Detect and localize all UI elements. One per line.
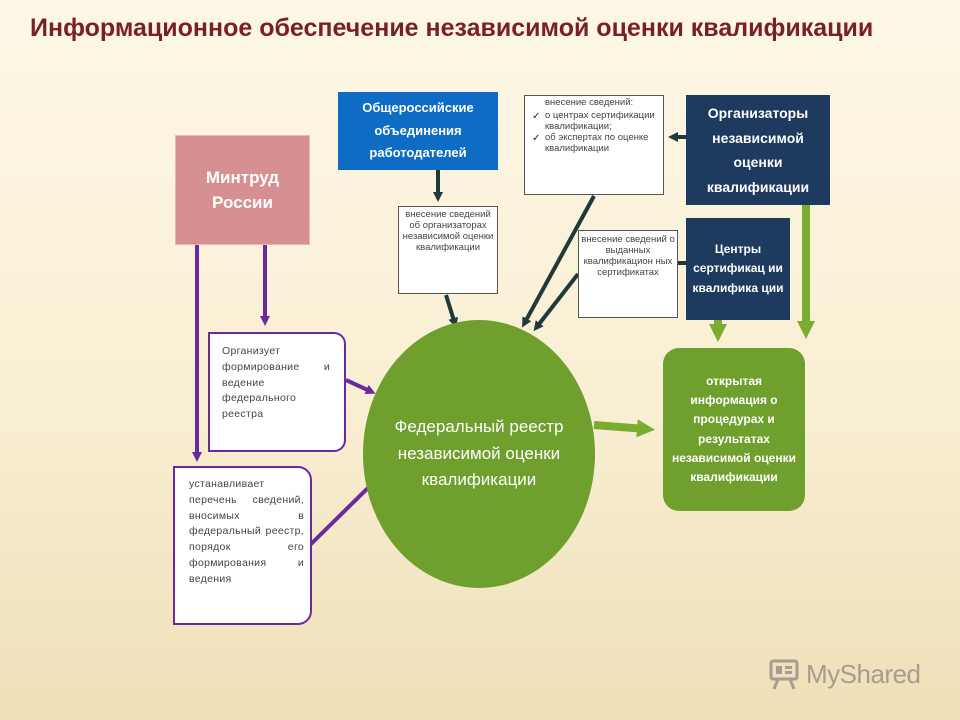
centers-box: Центры сертификац ии квалифика ции: [686, 218, 790, 320]
note-centers-to-registry: внесение сведений о выданных квалификаци…: [578, 230, 678, 318]
note-organizers-heading: внесение сведений:: [545, 97, 634, 108]
presentation-icon: [769, 659, 799, 690]
organizes-box: Организует формирование и ведение федера…: [208, 332, 346, 452]
note-organizers-item: ✓о центрах сертификации квалификации;: [532, 109, 655, 132]
check-icon: ✓: [532, 132, 541, 144]
employers-box: Общероссийские объединения работодателей: [338, 92, 498, 170]
note-employers-to-registry: внесение сведений об организаторах незав…: [398, 206, 498, 294]
arrow-note-to-registry-3: [533, 272, 580, 332]
note-organizers: внесение сведений: ✓о центрах сертификац…: [524, 95, 664, 195]
federal-registry-label: Федеральный реестр независимой оценки кв…: [394, 417, 564, 490]
mintrud-box: Минтруд России: [175, 135, 310, 245]
arrow-organizes-to-registry: [345, 378, 376, 395]
myshared-logo: MyShared: [768, 654, 938, 694]
note-organizers-list: ✓о центрах сертификации квалификации; ✓о…: [531, 109, 659, 155]
arrow-establishes-to-registry: [308, 477, 379, 547]
check-icon: ✓: [532, 110, 541, 122]
organizers-box: Организаторы независимой оценки квалифик…: [686, 95, 830, 205]
establishes-box: устанавливает перечень сведений, вносимы…: [173, 466, 312, 625]
note-organizers-item: ✓об экспертах по оценке квалификации: [532, 131, 649, 154]
open-info-box: открытая информация о процедурах и резул…: [663, 348, 805, 511]
arrow-note-to-registry-2: [522, 195, 596, 328]
arrow-note-to-registry: [444, 294, 458, 328]
arrow-registry-to-open-info: [593, 419, 655, 438]
federal-registry-node: Федеральный реестр независимой оценки кв…: [363, 320, 595, 588]
logo-text: MyShared: [806, 658, 921, 689]
page-title: Информационное обеспечение независимой о…: [30, 14, 874, 42]
